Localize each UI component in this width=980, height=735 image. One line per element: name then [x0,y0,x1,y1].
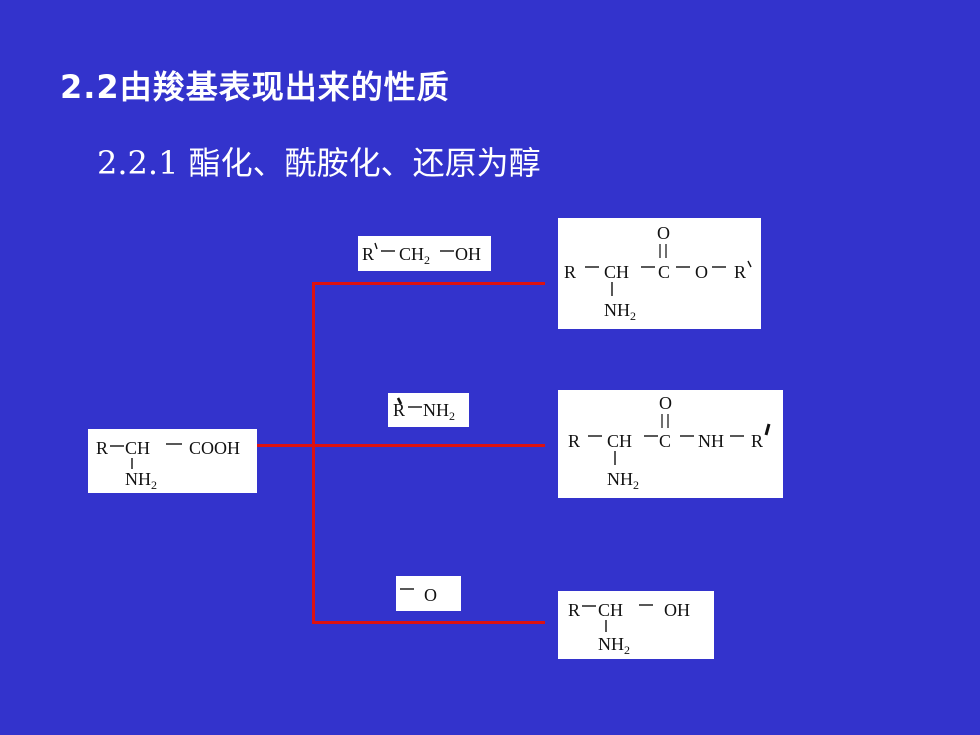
reactant-cooh: COOH [189,438,240,458]
reagent-amine-nh2: NH2 [423,400,455,423]
reactant-nh2: NH2 [125,469,157,492]
product-amide-structure: O R CH C NH R NH2 [568,393,771,492]
slide-subtitle: 2.2.1 酯化、酰胺化、还原为醇 [97,144,541,182]
reagent-alcohol: R CH2 OH [358,236,491,271]
amino-acid-structure: R CH COOH NH2 [96,438,240,492]
ester-r2: R [734,262,746,282]
ester-o: O [695,262,708,282]
product-amide: O R CH C NH R NH2 [558,390,783,498]
connector-vertical [312,282,315,624]
alcohol-nh2: NH2 [598,634,630,657]
prime-mark [747,260,752,268]
alcohol-r: R [568,600,580,620]
amide-nh2: NH2 [607,469,639,492]
reagent-amine-r: R [393,400,405,420]
connector-bottom [312,621,545,624]
alcohol-ch: CH [598,600,623,620]
product-ester-structure: O R CH C O R NH2 [564,223,752,323]
prime-mark [764,423,771,436]
ester-c: C [658,262,670,282]
reagent-alcohol-oh: OH [455,244,481,264]
reagent-reduction: O [396,576,461,611]
ester-ch: CH [604,262,629,282]
amide-r2: R [751,431,763,451]
reagent-amine: R NH2 [388,393,469,427]
slide-title: 2.2由羧基表现出来的性质 [60,68,450,106]
product-alcohol-structure: R CH OH NH2 [568,600,690,657]
amide-nh: NH [698,431,724,451]
amide-c: C [659,431,671,451]
reagent-alcohol-structure: R CH2 OH [362,242,481,267]
amide-o-top: O [659,393,672,413]
product-amino-alcohol: R CH OH NH2 [558,591,714,659]
reagent-alcohol-ch2: CH2 [399,244,430,267]
ester-nh2: NH2 [604,300,636,323]
reagent-amine-structure: R NH2 [393,397,455,423]
alcohol-oh: OH [664,600,690,620]
amide-ch: CH [607,431,632,451]
product-ester: O R CH C O R NH2 [558,218,761,329]
connector-top [312,282,545,285]
amide-r: R [568,431,580,451]
reactant-r: R [96,438,108,458]
ester-r: R [564,262,576,282]
prime-mark [374,242,378,250]
reagent-alcohol-r: R [362,244,374,264]
prime-mark [396,397,403,405]
reactant-amino-acid: R CH COOH NH2 [88,429,257,493]
connector-main [257,444,545,447]
reactant-ch: CH [125,438,150,458]
reagent-reduction-o: O [424,585,437,605]
ester-o-top: O [657,223,670,243]
reagent-reduction-structure: O [400,585,437,605]
